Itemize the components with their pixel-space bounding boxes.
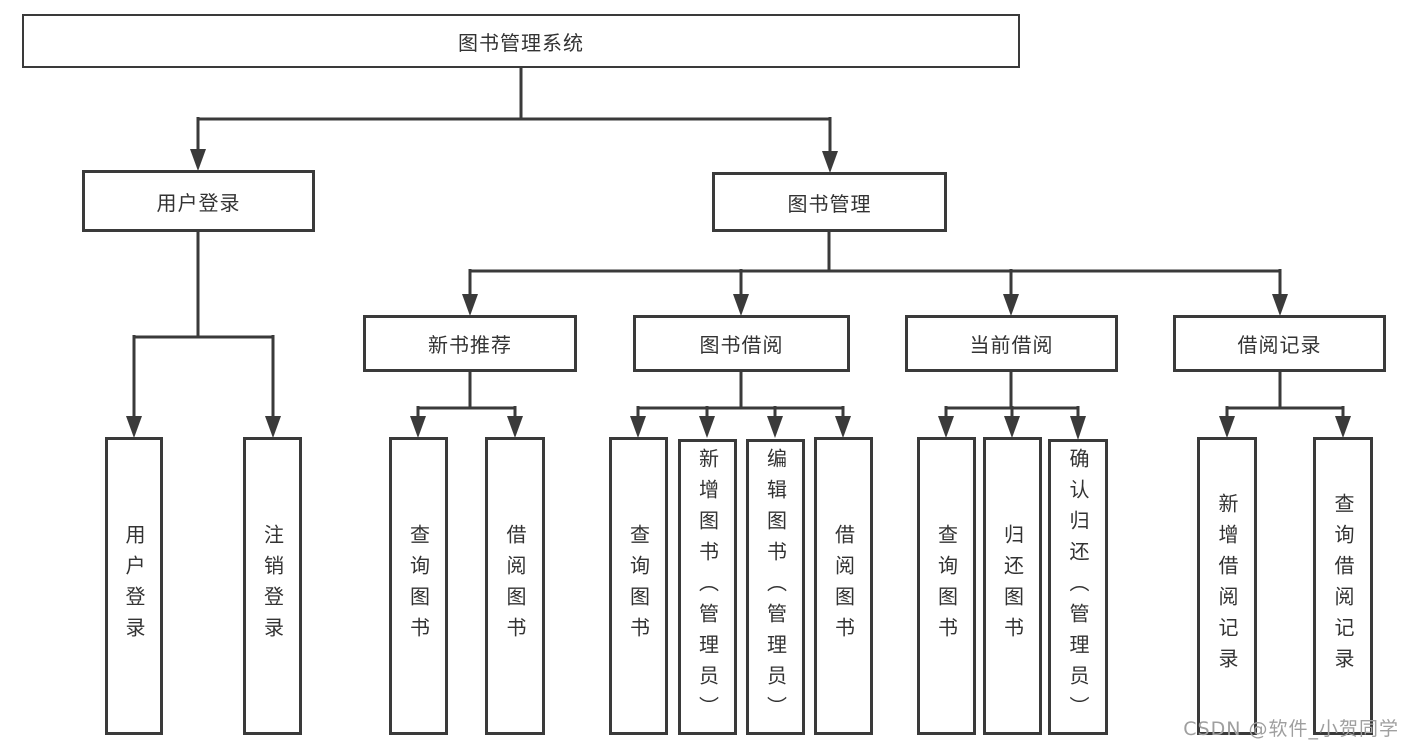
node-label: 借阅记录 <box>1237 333 1322 357</box>
leaf-edit-books-admin: 编辑图书（管理员） <box>746 439 805 735</box>
node-label: 新书推荐 <box>428 333 512 357</box>
node-label: 查询图书 <box>626 524 651 648</box>
node-label: 借阅图书 <box>503 524 527 648</box>
node-label: 查询图书 <box>406 524 431 648</box>
node-label: 当前借阅 <box>969 333 1054 357</box>
leaf-user-login: 用户登录 <box>105 437 163 735</box>
leaf-borrow-books-recommend: 借阅图书 <box>485 437 545 735</box>
node-label: 查询借阅记录 <box>1331 493 1355 679</box>
node-user-login: 用户登录 <box>82 170 315 232</box>
leaf-return-books: 归还图书 <box>983 437 1042 735</box>
node-label: 归还图书 <box>1000 524 1025 648</box>
node-new-book-recommend: 新书推荐 <box>363 315 577 372</box>
node-current-borrowing: 当前借阅 <box>905 315 1118 372</box>
node-label: 图书管理 <box>787 191 872 216</box>
watermark-text: CSDN @软件_小贺同学 <box>1183 718 1399 740</box>
node-book-borrowing: 图书借阅 <box>633 315 850 372</box>
node-label: 编辑图书（管理员） <box>763 447 788 727</box>
node-label: 用户登录 <box>156 190 241 215</box>
leaf-add-books-admin: 新增图书（管理员） <box>678 439 737 735</box>
node-label: 注销登录 <box>260 524 285 648</box>
leaf-query-books-recommend: 查询图书 <box>389 437 448 735</box>
node-book-management: 图书管理 <box>712 172 947 232</box>
node-label: 新增借阅记录 <box>1215 493 1239 679</box>
leaf-query-books-current: 查询图书 <box>917 437 976 735</box>
node-label: 确认归还（管理员） <box>1066 447 1090 727</box>
node-label: 借阅图书 <box>831 524 856 648</box>
leaf-query-borrow-record: 查询借阅记录 <box>1313 437 1373 735</box>
leaf-confirm-return-admin: 确认归还（管理员） <box>1048 439 1108 735</box>
node-label: 图书借阅 <box>699 333 784 357</box>
leaf-add-borrow-record: 新增借阅记录 <box>1197 437 1257 735</box>
node-label: 查询图书 <box>934 524 959 648</box>
leaf-logout: 注销登录 <box>243 437 302 735</box>
leaf-query-books-borrowing: 查询图书 <box>609 437 668 735</box>
leaf-borrow-books-borrowing: 借阅图书 <box>814 437 873 735</box>
node-label: 用户登录 <box>122 524 146 648</box>
node-root: 图书管理系统 <box>22 14 1020 68</box>
node-label: 新增图书（管理员） <box>695 447 720 727</box>
node-label: 图书管理系统 <box>458 30 584 55</box>
node-borrowing-records: 借阅记录 <box>1173 315 1386 372</box>
